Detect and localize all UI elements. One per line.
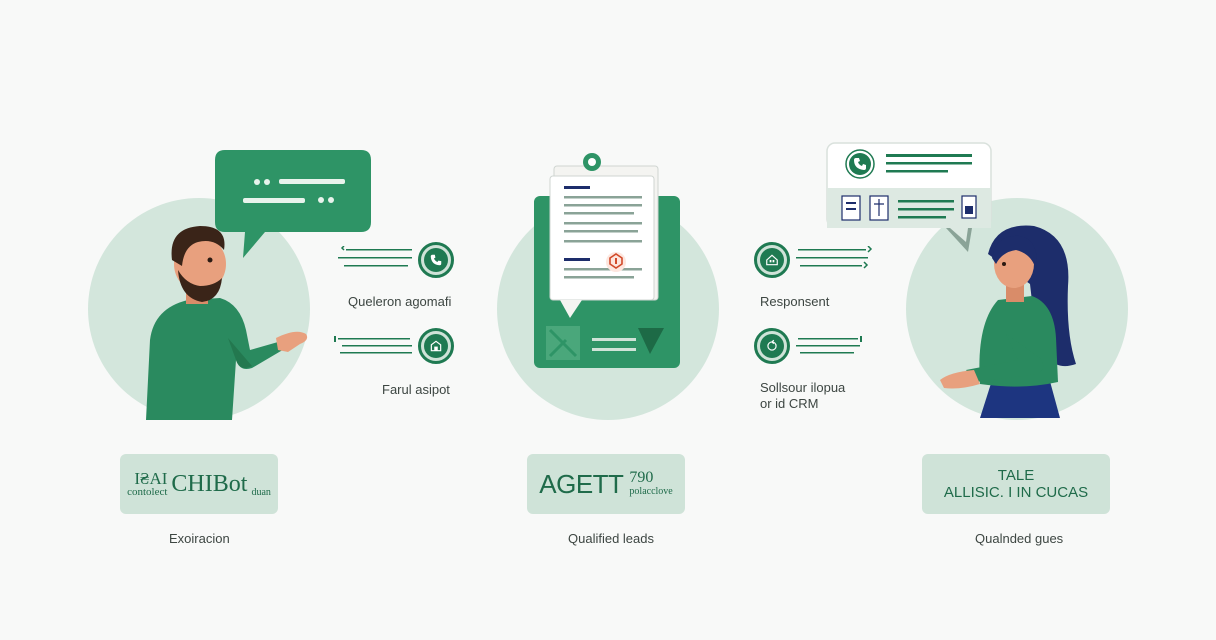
phone-icon xyxy=(418,242,454,278)
left-banner-small-left-sub: contolect xyxy=(127,486,168,498)
right-caption: Qualnded gues xyxy=(975,531,1064,546)
annotation-label-top-right: Responsent xyxy=(760,294,830,309)
annotation-lines-bottom-right xyxy=(796,336,862,354)
center-caption: Qualified leads xyxy=(568,531,654,546)
right-banner: TALE ALLISIC. I IN CUCAS xyxy=(922,454,1110,514)
left-banner-big: CHIBot xyxy=(171,470,248,497)
woman-avatar xyxy=(940,225,1076,418)
house-icon xyxy=(754,242,790,278)
left-banner-small-right: duan xyxy=(251,487,271,498)
annotation-label-bottom-left: Farul asipot xyxy=(382,382,450,397)
man-avatar xyxy=(146,226,308,420)
annotation-lines-top-left xyxy=(338,246,412,267)
contact-card-popup xyxy=(826,142,992,252)
left-banner: I₴AI contolect CHIBot duan xyxy=(120,454,278,514)
center-banner: AGETT 790 polacclove xyxy=(527,454,685,514)
center-banner-number: 790 xyxy=(629,469,654,487)
document-folder-icon xyxy=(534,153,680,368)
building-icon xyxy=(418,328,454,364)
left-banner-small-left: I₴AI xyxy=(134,469,168,488)
annotation-lines-bottom-left xyxy=(334,336,412,354)
center-banner-small: polacclove xyxy=(629,486,673,498)
annotation-label-top-left: Queleron agomafi xyxy=(348,294,452,309)
annotation-label-bottom-right-2: or id CRM xyxy=(760,396,819,411)
left-caption: Exoiracion xyxy=(169,531,230,546)
right-banner-line1: TALE xyxy=(997,466,1035,484)
annotation-lines-top-right xyxy=(796,246,873,269)
chat-bubble-icon xyxy=(215,150,371,258)
center-banner-big: AGETT xyxy=(539,468,624,499)
right-banner-line2: ALLISIC. I IN CUCAS xyxy=(943,484,1089,501)
refresh-icon xyxy=(754,328,790,364)
annotation-label-bottom-right-1: Sollsour ilopua xyxy=(760,380,846,395)
